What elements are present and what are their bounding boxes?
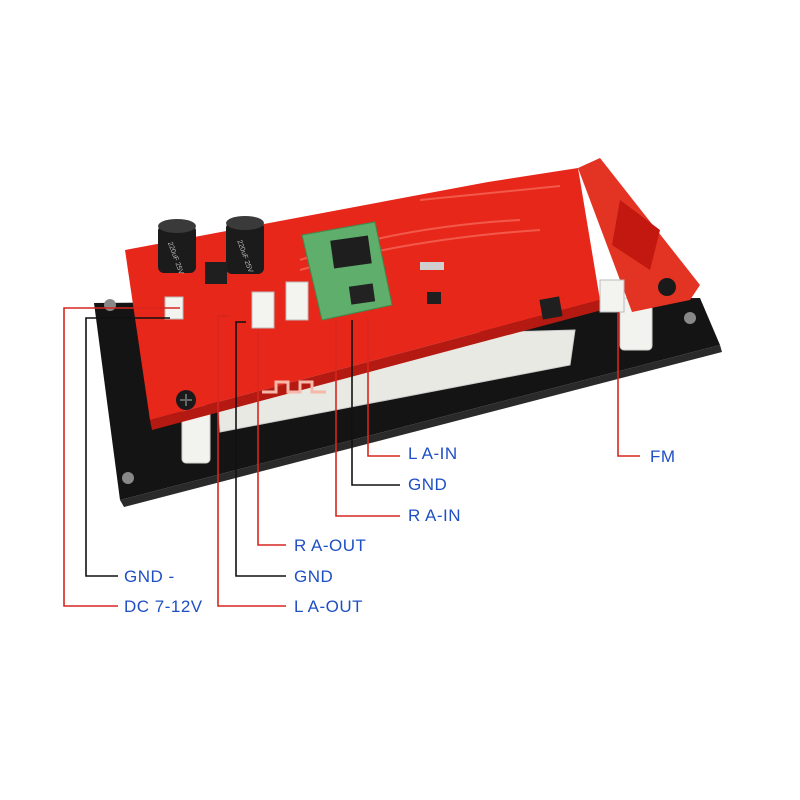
plate-hole-bottom-left (122, 472, 134, 484)
bt-chip (330, 235, 372, 269)
fm-connector (599, 279, 625, 313)
audio-in-connector (285, 281, 309, 321)
label-gnd-minus: GND - (124, 567, 175, 586)
leader-fm (617, 312, 640, 457)
leader-r-a-in (335, 322, 400, 517)
leader-gnd-right (351, 320, 400, 486)
plate-hole-right (684, 312, 696, 324)
label-fm: FM (650, 447, 676, 466)
leader-l-a-out (217, 315, 286, 607)
ic-left (205, 262, 227, 284)
label-r-a-out: R A-OUT (294, 536, 367, 555)
audio-out-connector (251, 291, 275, 329)
pcb-antenna-trace (262, 380, 326, 394)
label-l-a-in: L A-IN (408, 444, 458, 463)
bluetooth-module (301, 221, 393, 321)
leader-gnd-minus (85, 317, 170, 577)
leader-gnd-mid (235, 321, 286, 577)
capacitors: 220uF 25V 220uF 25V (158, 216, 264, 276)
label-gnd-right: GND (408, 475, 448, 494)
leader-lines (63, 307, 640, 607)
capacitor-2: 220uF 25V (226, 216, 264, 274)
crystal (420, 262, 444, 270)
capacitor-1: 220uF 25V (158, 219, 196, 276)
label-r-a-in: R A-IN (408, 506, 462, 525)
screw-right (658, 278, 676, 296)
ic-right (539, 296, 563, 320)
label-l-a-out: L A-OUT (294, 597, 363, 616)
label-dc-power: DC 7-12V (124, 597, 203, 616)
leader-r-a-out (257, 330, 286, 546)
plate-hole-top-left (104, 299, 116, 311)
leader-dc-power (63, 307, 180, 607)
leader-l-a-in (367, 318, 400, 457)
ic-center (427, 292, 441, 304)
label-gnd-mid: GND (294, 567, 334, 586)
